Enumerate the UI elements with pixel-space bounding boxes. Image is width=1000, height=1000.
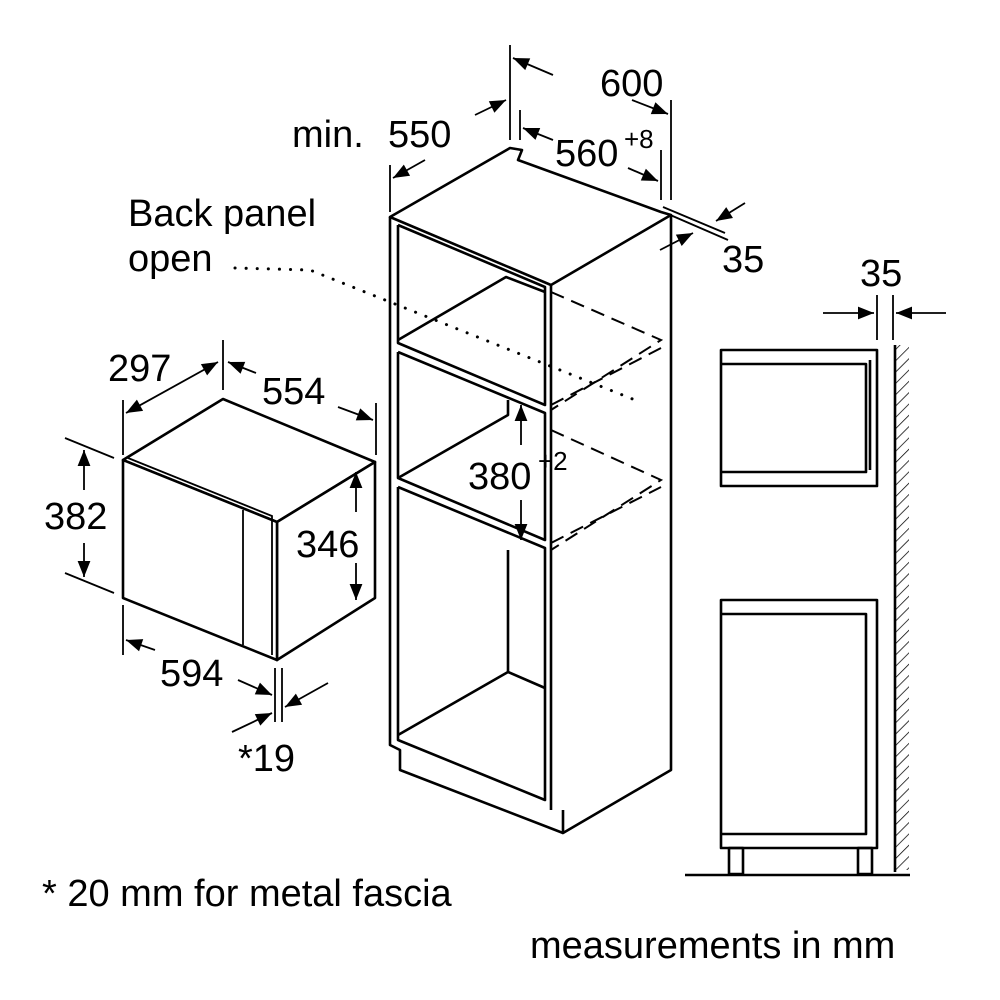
side-view-drawing bbox=[685, 295, 946, 877]
dim-346: 346 bbox=[296, 524, 359, 566]
dim-594: 594 bbox=[160, 653, 223, 695]
dim-560: 560 bbox=[555, 133, 618, 175]
dim-35-side: 35 bbox=[860, 253, 902, 295]
dim-600: 600 bbox=[600, 63, 663, 105]
back-panel-label-1: Back panel bbox=[128, 193, 316, 235]
footnote: * 20 mm for metal fascia bbox=[42, 873, 453, 915]
tall-cabinet-drawing bbox=[233, 45, 746, 835]
dim-297: 297 bbox=[108, 348, 171, 390]
microwave-drawing bbox=[64, 340, 377, 733]
dim-min-prefix: min. bbox=[292, 114, 364, 156]
dim-35-top: 35 bbox=[722, 239, 764, 281]
dim-380-tolerance: +2 bbox=[538, 446, 568, 476]
dim-550: 550 bbox=[388, 114, 451, 156]
dim-560-tolerance: +8 bbox=[624, 124, 654, 154]
units-note: measurements in mm bbox=[530, 925, 895, 967]
dim-382: 382 bbox=[44, 496, 107, 538]
dim-554: 554 bbox=[262, 371, 325, 413]
dim-380: 380 bbox=[468, 456, 531, 498]
back-panel-label-2: open bbox=[128, 238, 213, 280]
dim-19: *19 bbox=[238, 738, 295, 780]
